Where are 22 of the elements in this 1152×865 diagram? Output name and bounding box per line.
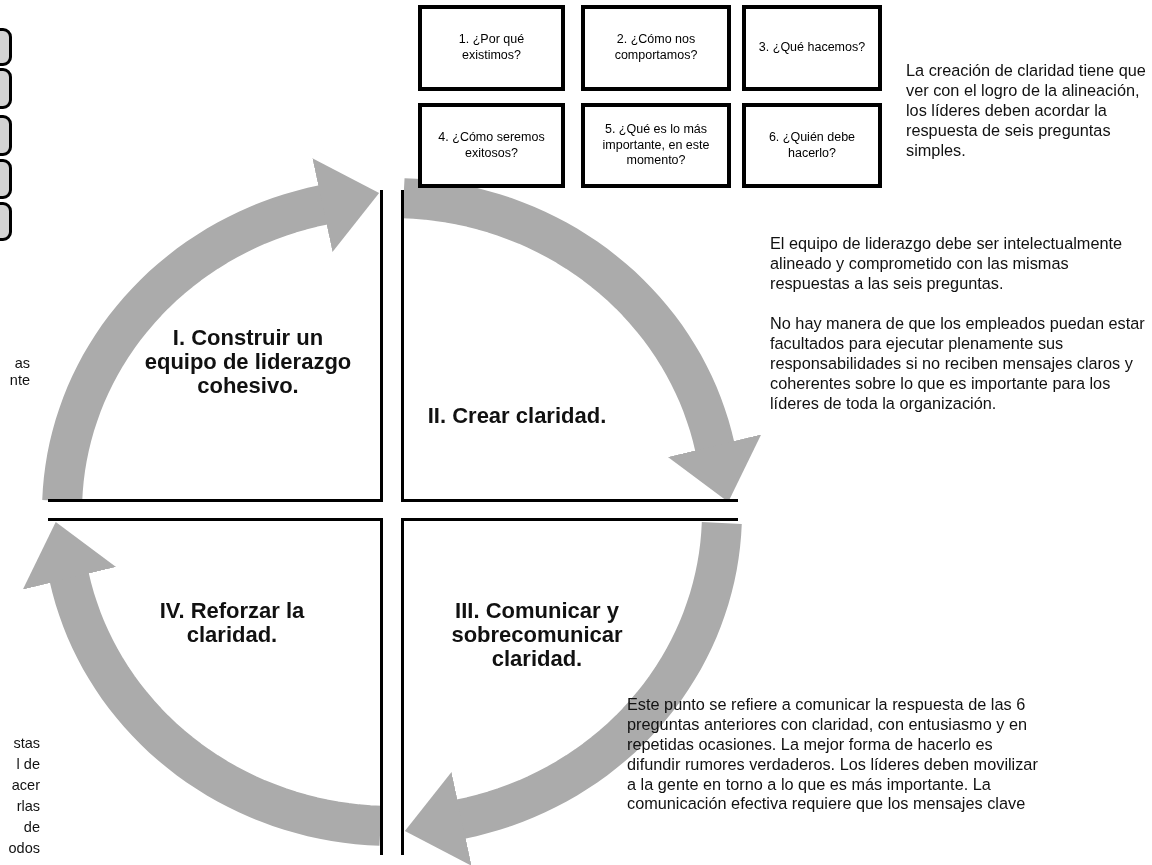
text-fragment: rlas bbox=[15, 798, 40, 816]
question-box: 1. ¿Por qué existimos? bbox=[418, 5, 565, 91]
description-text: Este punto se refiere a comunicar la respuesta de las 6 preguntas anteriores con claridad, con entusiasmo y en repetidas ocasiones. La mejor forma de hacerlo es difundir rumores verdaderos. Los líderes deben movilizar a la gente en torno a lo que es más importante. La comunicación efectiva requiere que los mensajes clave bbox=[627, 695, 1039, 815]
description-text: No hay manera de que los empleados puedan estar facultados para ejecutar plenamente sus responsabilidades si no reciben mensajes claros y coherentes sobre lo que es importante para los líderes de toda la organización. bbox=[770, 314, 1146, 414]
step-title: I. Construir un equipo de liderazgo cohesivo. bbox=[143, 326, 353, 399]
description-text: El equipo de liderazgo debe ser intelectualmente alineado y comprometido con las mismas respuestas a las seis preguntas. bbox=[770, 234, 1124, 294]
step-title: IV. Reforzar la claridad. bbox=[158, 599, 306, 648]
question-box: 3. ¿Qué hacemos? bbox=[742, 5, 882, 91]
question-box: 4. ¿Cómo seremos exitosos? bbox=[418, 103, 565, 188]
step-title: III. Comunicar y sobrecomunicar claridad. bbox=[450, 599, 624, 672]
question-box: 5. ¿Qué es lo más importante, en este momento? bbox=[581, 103, 731, 188]
text-fragment: l de bbox=[15, 756, 40, 774]
text-fragment: odos bbox=[7, 840, 40, 858]
text-fragment: stas bbox=[12, 735, 40, 753]
text-fragment: acer bbox=[10, 777, 40, 795]
description-text: La creación de claridad tiene que ver con el logro de la alineación, los líderes deben acordar la respuesta de seis preguntas simples. bbox=[906, 61, 1147, 161]
text-fragment: as bbox=[13, 355, 30, 373]
question-box: 6. ¿Quién debe hacerlo? bbox=[742, 103, 882, 188]
text-fragment: de bbox=[22, 819, 40, 837]
question-box: 2. ¿Cómo nos comportamos? bbox=[581, 5, 731, 91]
step-title: II. Crear claridad. bbox=[426, 404, 608, 429]
text-fragment: nte bbox=[8, 372, 30, 390]
